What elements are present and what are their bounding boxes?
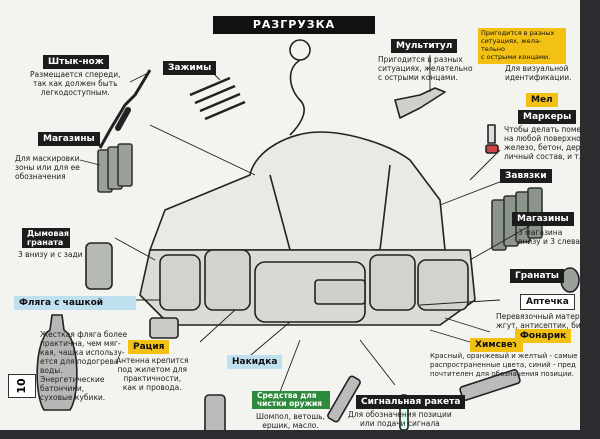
flashlight-drawing: [459, 369, 521, 401]
desc-chemlight: Красный, оранжевый и желтый - самые расп…: [430, 352, 578, 378]
label-flask: Фляга с чашкой: [14, 296, 136, 310]
vest-body: [149, 131, 446, 251]
background-edge-right: [580, 0, 600, 439]
desc-flask: Жесткая фляга более практична, чем мяг- …: [40, 330, 128, 402]
label-clamps: Зажимы: [163, 61, 217, 75]
label-chemlight: Химсвет: [470, 338, 523, 352]
marker-drawing: [485, 144, 499, 154]
page-number: 10: [8, 374, 36, 398]
page-title: РАЗГРУЗКА: [213, 16, 375, 34]
radio-drawing: [149, 317, 179, 339]
label-bayonet: Штык-нож: [43, 55, 109, 69]
strap-left: [269, 174, 291, 251]
label-flare: Сигнальная ракета: [356, 395, 466, 409]
label-ties: Завязки: [500, 169, 552, 183]
label-multitool: Мультитул: [391, 39, 458, 53]
strap-right: [379, 164, 391, 251]
multitool-note: Пригодится в разных ситуациях, жела- тел…: [478, 28, 566, 64]
label-magazines-left: Магазины: [38, 132, 100, 146]
knife-drawing: [98, 69, 152, 149]
desc-flare: Для обозначения позиции или подачи сигна…: [348, 410, 452, 428]
hanger: [289, 59, 305, 136]
clamps-drawing: [189, 76, 246, 121]
label-cleaning: Средства для чистки оружия: [252, 391, 330, 409]
pouch-5: [417, 259, 469, 311]
label-magazines-right: Магазины: [512, 212, 574, 226]
chalk-drawing: [487, 124, 496, 144]
pouch-1: [159, 254, 201, 311]
flask-drawing: [36, 314, 78, 411]
label-first-aid: Аптечка: [520, 294, 575, 310]
label-radio: Рация: [128, 340, 170, 354]
desc-magazines-right: 3 магазина внизу и 3 слева: [518, 228, 580, 246]
flare-drawing: [327, 375, 361, 423]
label-markers: Маркеры: [518, 110, 577, 124]
desc-bayonet: Размещается спереди, так как должен быть…: [30, 70, 121, 97]
label-grenades: Гранаты: [510, 269, 564, 283]
desc-cleaning: Шомпол, ветошь, ершик, масло.: [256, 412, 325, 430]
label-flashlight: Фонарик: [515, 329, 572, 343]
label-cape: Накидка: [227, 355, 283, 369]
hanger-hook: [289, 39, 311, 61]
smoke-grenade-drawing: [85, 242, 113, 290]
pouch-4: [369, 254, 416, 311]
desc-magazines-left: Для маскировки зоны или для ее обозначен…: [15, 154, 80, 181]
label-smoke-grenade: Дымовая граната: [22, 228, 70, 248]
desc-multitool: Пригодится в разных ситуациях, желательн…: [378, 55, 473, 82]
cleaning-drawing: [204, 394, 226, 436]
desc-smoke: 3 внизу и с зади: [18, 250, 83, 259]
background-edge-bottom: [0, 430, 600, 439]
magazines-left-drawing: [97, 143, 133, 193]
label-chalk: Мел: [526, 93, 558, 107]
multitool-drawing: [394, 87, 446, 119]
desc-radio: Антенна крепится под жилетом для практич…: [116, 356, 189, 392]
pouch-flap: [314, 279, 366, 305]
pouch-2: [204, 249, 251, 311]
desc-visual-id: Для визуальной идентификации.: [505, 64, 572, 82]
